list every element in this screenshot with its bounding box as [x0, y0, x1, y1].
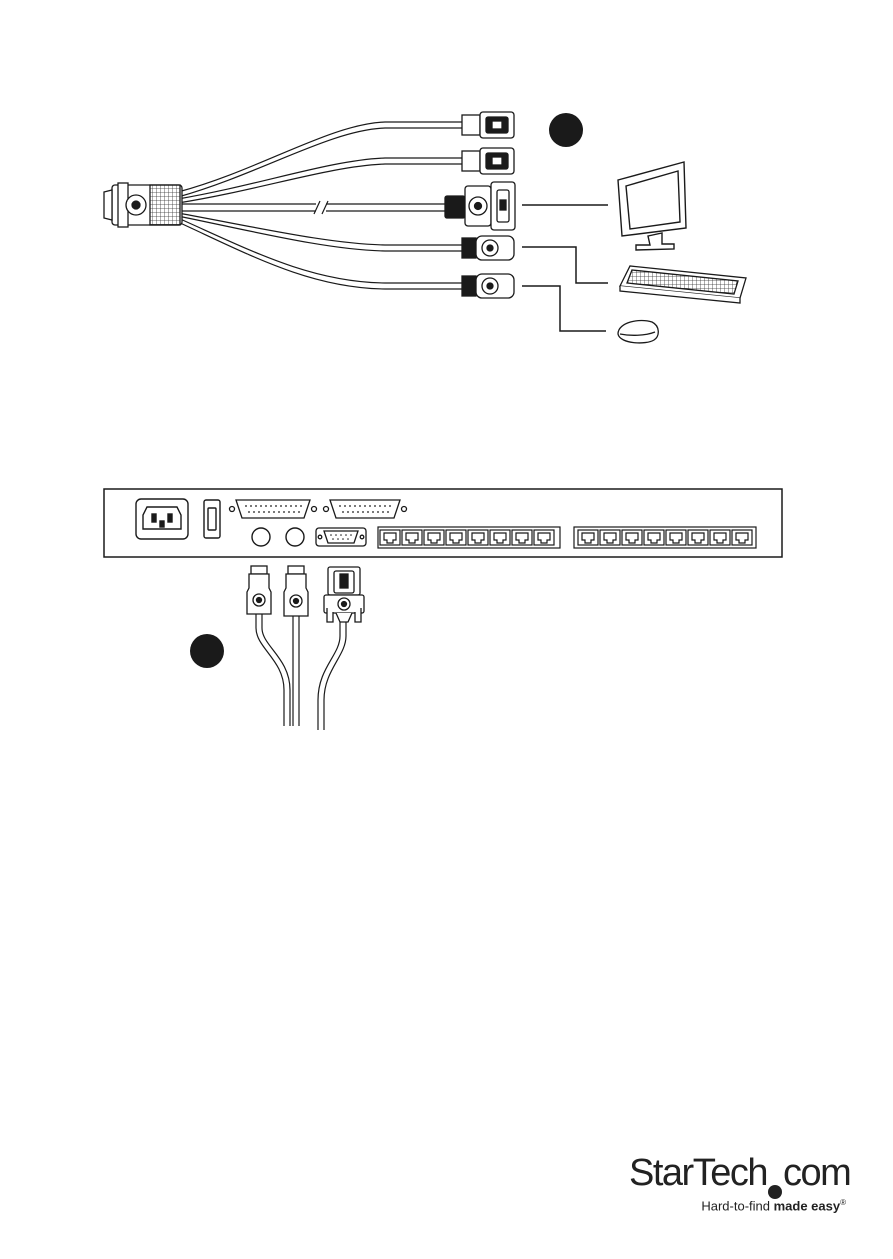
cable-bundle	[178, 122, 462, 289]
rj45-port-icon	[534, 530, 554, 545]
logo-tagline: Hard-to-find made easy®	[701, 1198, 846, 1213]
rj45-port-icon	[710, 530, 730, 545]
power-switch-icon	[204, 500, 220, 538]
logo-wordmark: StarTech com	[629, 1150, 850, 1199]
startech-logo: StarTech com Hard-to-find made easy®	[620, 1150, 860, 1220]
ps2-connector-icon	[247, 566, 271, 614]
rj45-port-group-1	[378, 527, 560, 548]
rj45-port-icon	[402, 530, 422, 545]
kvm-rear-panel-diagram	[104, 489, 782, 730]
rj45-port-icon	[622, 530, 642, 545]
logo-name-a: StarTech	[629, 1152, 767, 1194]
peripheral-lines	[522, 205, 608, 331]
db25-port-icon	[324, 500, 407, 518]
rj45-port-icon	[490, 530, 510, 545]
usb-connector-icon	[462, 112, 514, 138]
rj45-port-icon	[732, 530, 752, 545]
logo-tagline-b: made easy	[774, 1198, 841, 1213]
rj45-port-icon	[578, 530, 598, 545]
rj45-port-group-2	[574, 527, 756, 548]
logo-dot-icon	[768, 1185, 782, 1199]
rj45-port-icon	[424, 530, 444, 545]
vga-port-icon	[316, 528, 366, 546]
vga-connector-icon	[445, 182, 515, 230]
logo-tagline-a: Hard-to-find	[701, 1198, 773, 1213]
ps2-connector-icon	[462, 274, 514, 298]
logo-name-b: com	[783, 1152, 850, 1194]
ps2-connector-icon	[284, 566, 308, 616]
ps2-connector-icon	[462, 236, 514, 260]
rj45-port-icon	[446, 530, 466, 545]
rj45-port-icon	[644, 530, 664, 545]
power-socket-icon	[136, 499, 188, 539]
console-cables	[256, 614, 346, 730]
registered-mark: ®	[840, 1198, 846, 1207]
usb-connector-icon	[462, 148, 514, 174]
db25-port-icon	[230, 500, 317, 518]
rj45-port-icon	[666, 530, 686, 545]
rj45-port-icon	[380, 530, 400, 545]
keyboard-icon	[620, 266, 746, 303]
vga-connector-icon	[324, 567, 364, 622]
step-2-marker	[190, 634, 224, 668]
rj45-port-icon	[688, 530, 708, 545]
rj45-port-icon	[600, 530, 620, 545]
mouse-icon	[618, 321, 658, 343]
monitor-icon	[618, 162, 686, 250]
step-1-marker	[549, 113, 583, 147]
vga-connector-icon	[104, 183, 182, 227]
top-cable-diagram	[104, 112, 746, 343]
rj45-port-icon	[468, 530, 488, 545]
rj45-port-icon	[512, 530, 532, 545]
